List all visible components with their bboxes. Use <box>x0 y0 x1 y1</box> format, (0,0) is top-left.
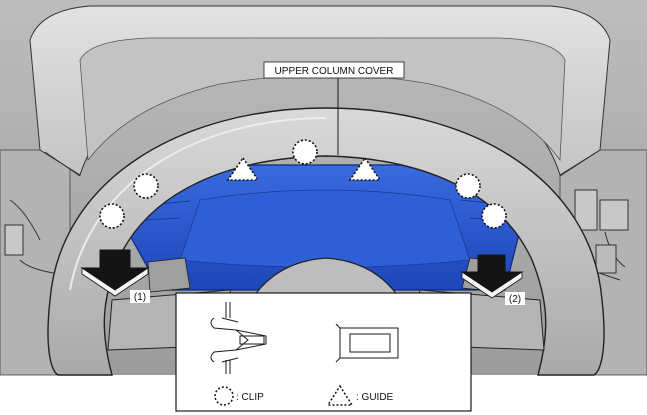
clip-markers <box>99 139 507 229</box>
cover-center-hump <box>179 189 471 268</box>
guide-legend-icon <box>326 384 354 406</box>
guide-marker-icon <box>348 156 382 181</box>
hood-inner-cavity <box>79 37 566 162</box>
left-paddle <box>147 257 191 293</box>
guide-markers <box>226 156 382 181</box>
arrow-label-box <box>505 292 525 305</box>
clip-marker-icon <box>481 203 507 229</box>
callout-label: UPPER COLUMN COVER <box>275 66 394 77</box>
clip-marker-icon <box>99 203 125 229</box>
left-wiring-harness <box>4 199 61 275</box>
arrow-shadow-left <box>81 267 149 297</box>
right-wiring-harness <box>574 189 629 281</box>
clip-marker-icon <box>292 139 318 165</box>
arrow-label-box <box>130 290 150 303</box>
arrow-shadow-right <box>461 271 523 299</box>
removal-arrow-left: (1) <box>80 249 150 303</box>
clip-legend-icon <box>214 386 234 406</box>
clip-legend-label: : CLIP <box>236 392 264 403</box>
removal-arrow-right: (2) <box>460 254 525 305</box>
clip-marker-icon <box>133 173 159 199</box>
callout-label-box <box>263 61 405 79</box>
clip-marker-icon <box>455 173 481 199</box>
arrow-label: (2) <box>509 294 521 305</box>
guide-marker-icon <box>226 156 260 181</box>
steering-wheel-rim-highlight <box>69 117 327 291</box>
guide-legend-label: : GUIDE <box>356 392 394 403</box>
hood-lower-rim <box>44 149 601 177</box>
arrow-label: (1) <box>134 292 146 303</box>
clip-detail-drawing <box>210 302 267 374</box>
guide-detail-drawing <box>335 323 399 363</box>
